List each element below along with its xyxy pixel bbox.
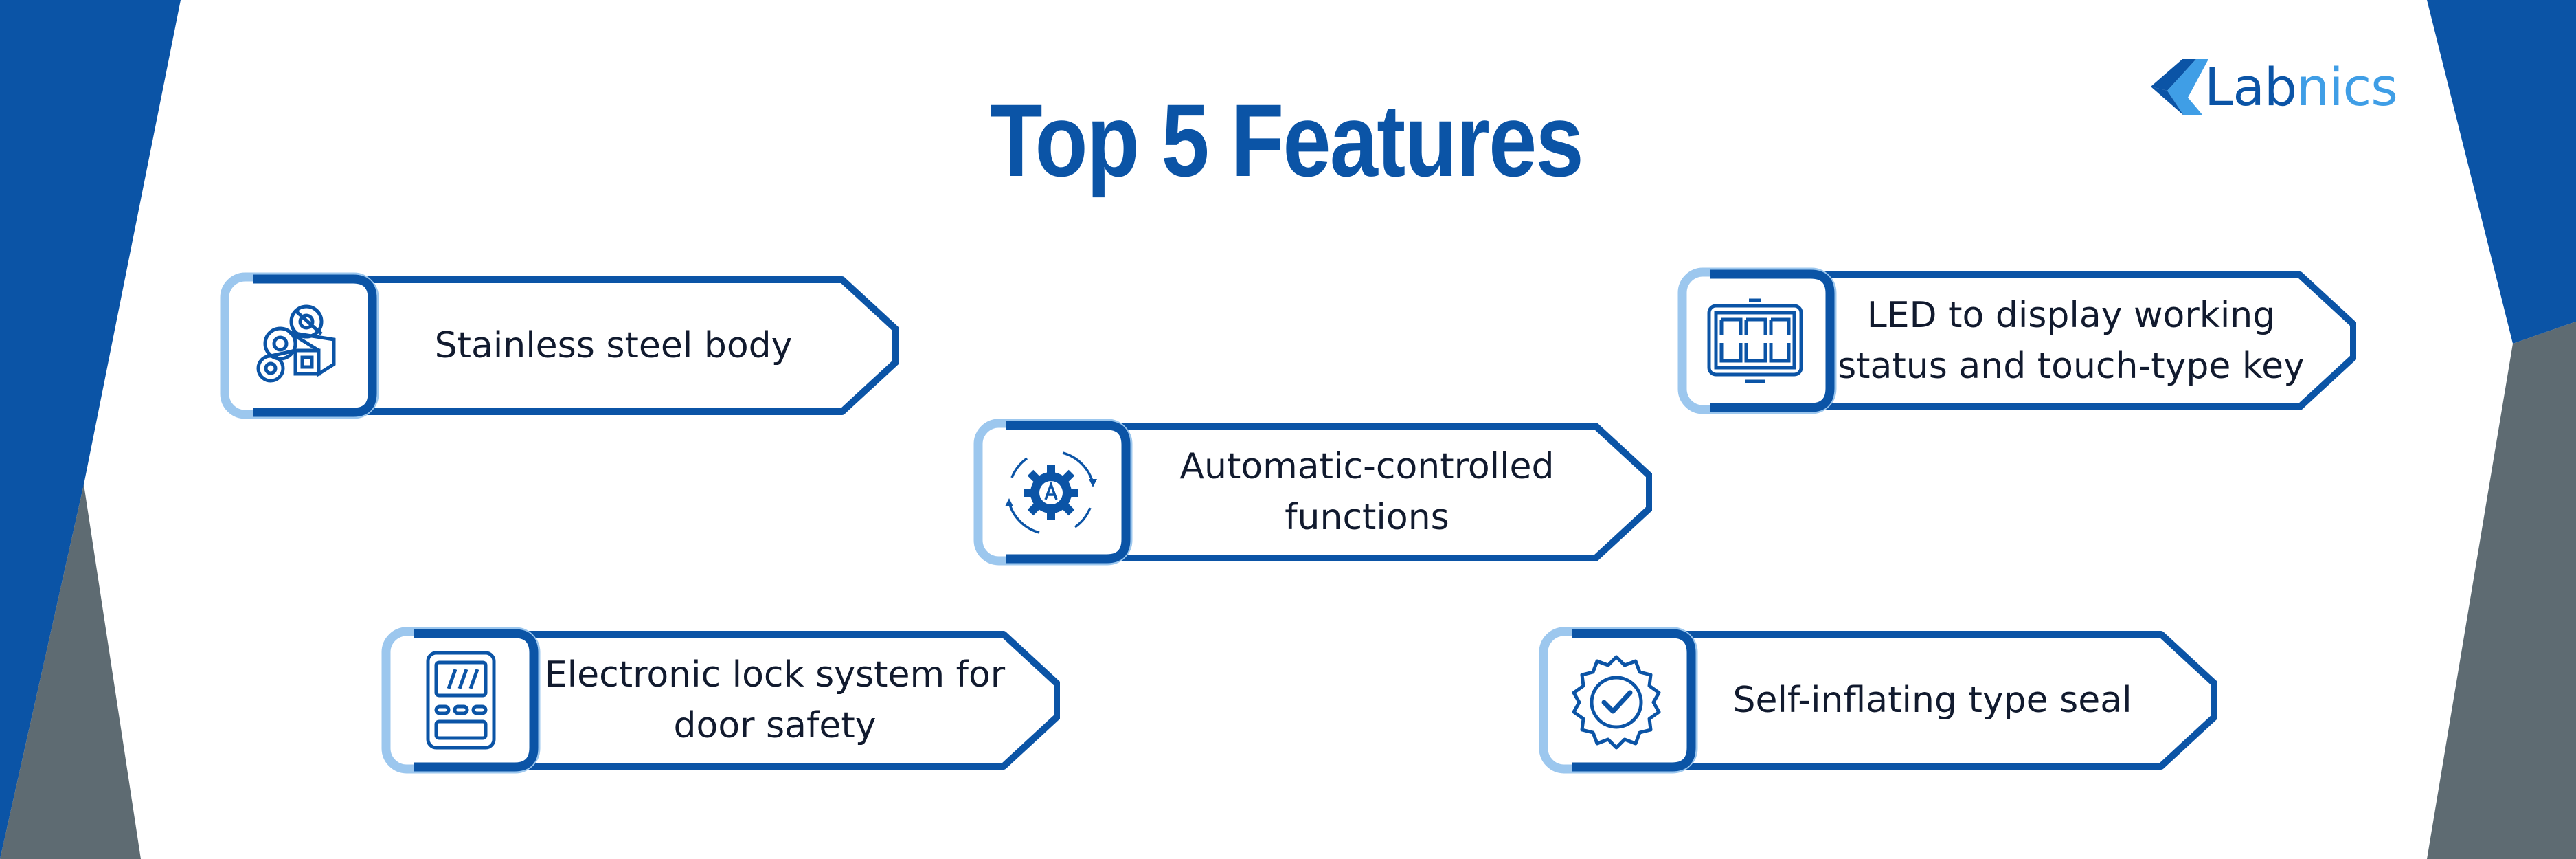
feature-arrow-shape [220, 272, 899, 419]
seal-check-icon [1572, 655, 1661, 750]
feature-label: Stainless steel body [434, 325, 793, 366]
feature-card-led-display: LED to display working status and touch-… [1676, 266, 2356, 416]
feature-card-automatic: Automatic-controlled functions [972, 417, 1652, 567]
electronic-lock-icon [426, 651, 496, 750]
feature-card-seal: Self-inflating type seal [1537, 625, 2217, 775]
brand-logo: Labnics [2147, 54, 2398, 122]
feature-label: Automatic-controlled functions [1179, 446, 1555, 538]
feature-arrow-shape [1539, 627, 2217, 774]
logo-wordmark: Labnics [2204, 56, 2398, 118]
logo-text-dark: Lab [2204, 56, 2297, 118]
labnics-logo-icon [2151, 59, 2208, 115]
logo-text-light: nics [2296, 56, 2398, 118]
feature-label: Electronic lock system for door safety [544, 654, 1006, 746]
feature-arrow-shape [381, 627, 1060, 774]
steel-rolls-icon [256, 304, 336, 383]
feature-label: LED to display working status and touch-… [1838, 295, 2305, 387]
automatic-gear-icon [1005, 451, 1097, 534]
feature-card-electronic-lock: Electronic lock system for door safety [380, 625, 1060, 775]
feature-label: Self-inflating type seal [1732, 680, 2132, 721]
feature-card-stainless-steel: Stainless steel body [218, 271, 899, 421]
page-title: Top 5 Features [989, 82, 1584, 198]
led-display-icon [1707, 298, 1803, 383]
